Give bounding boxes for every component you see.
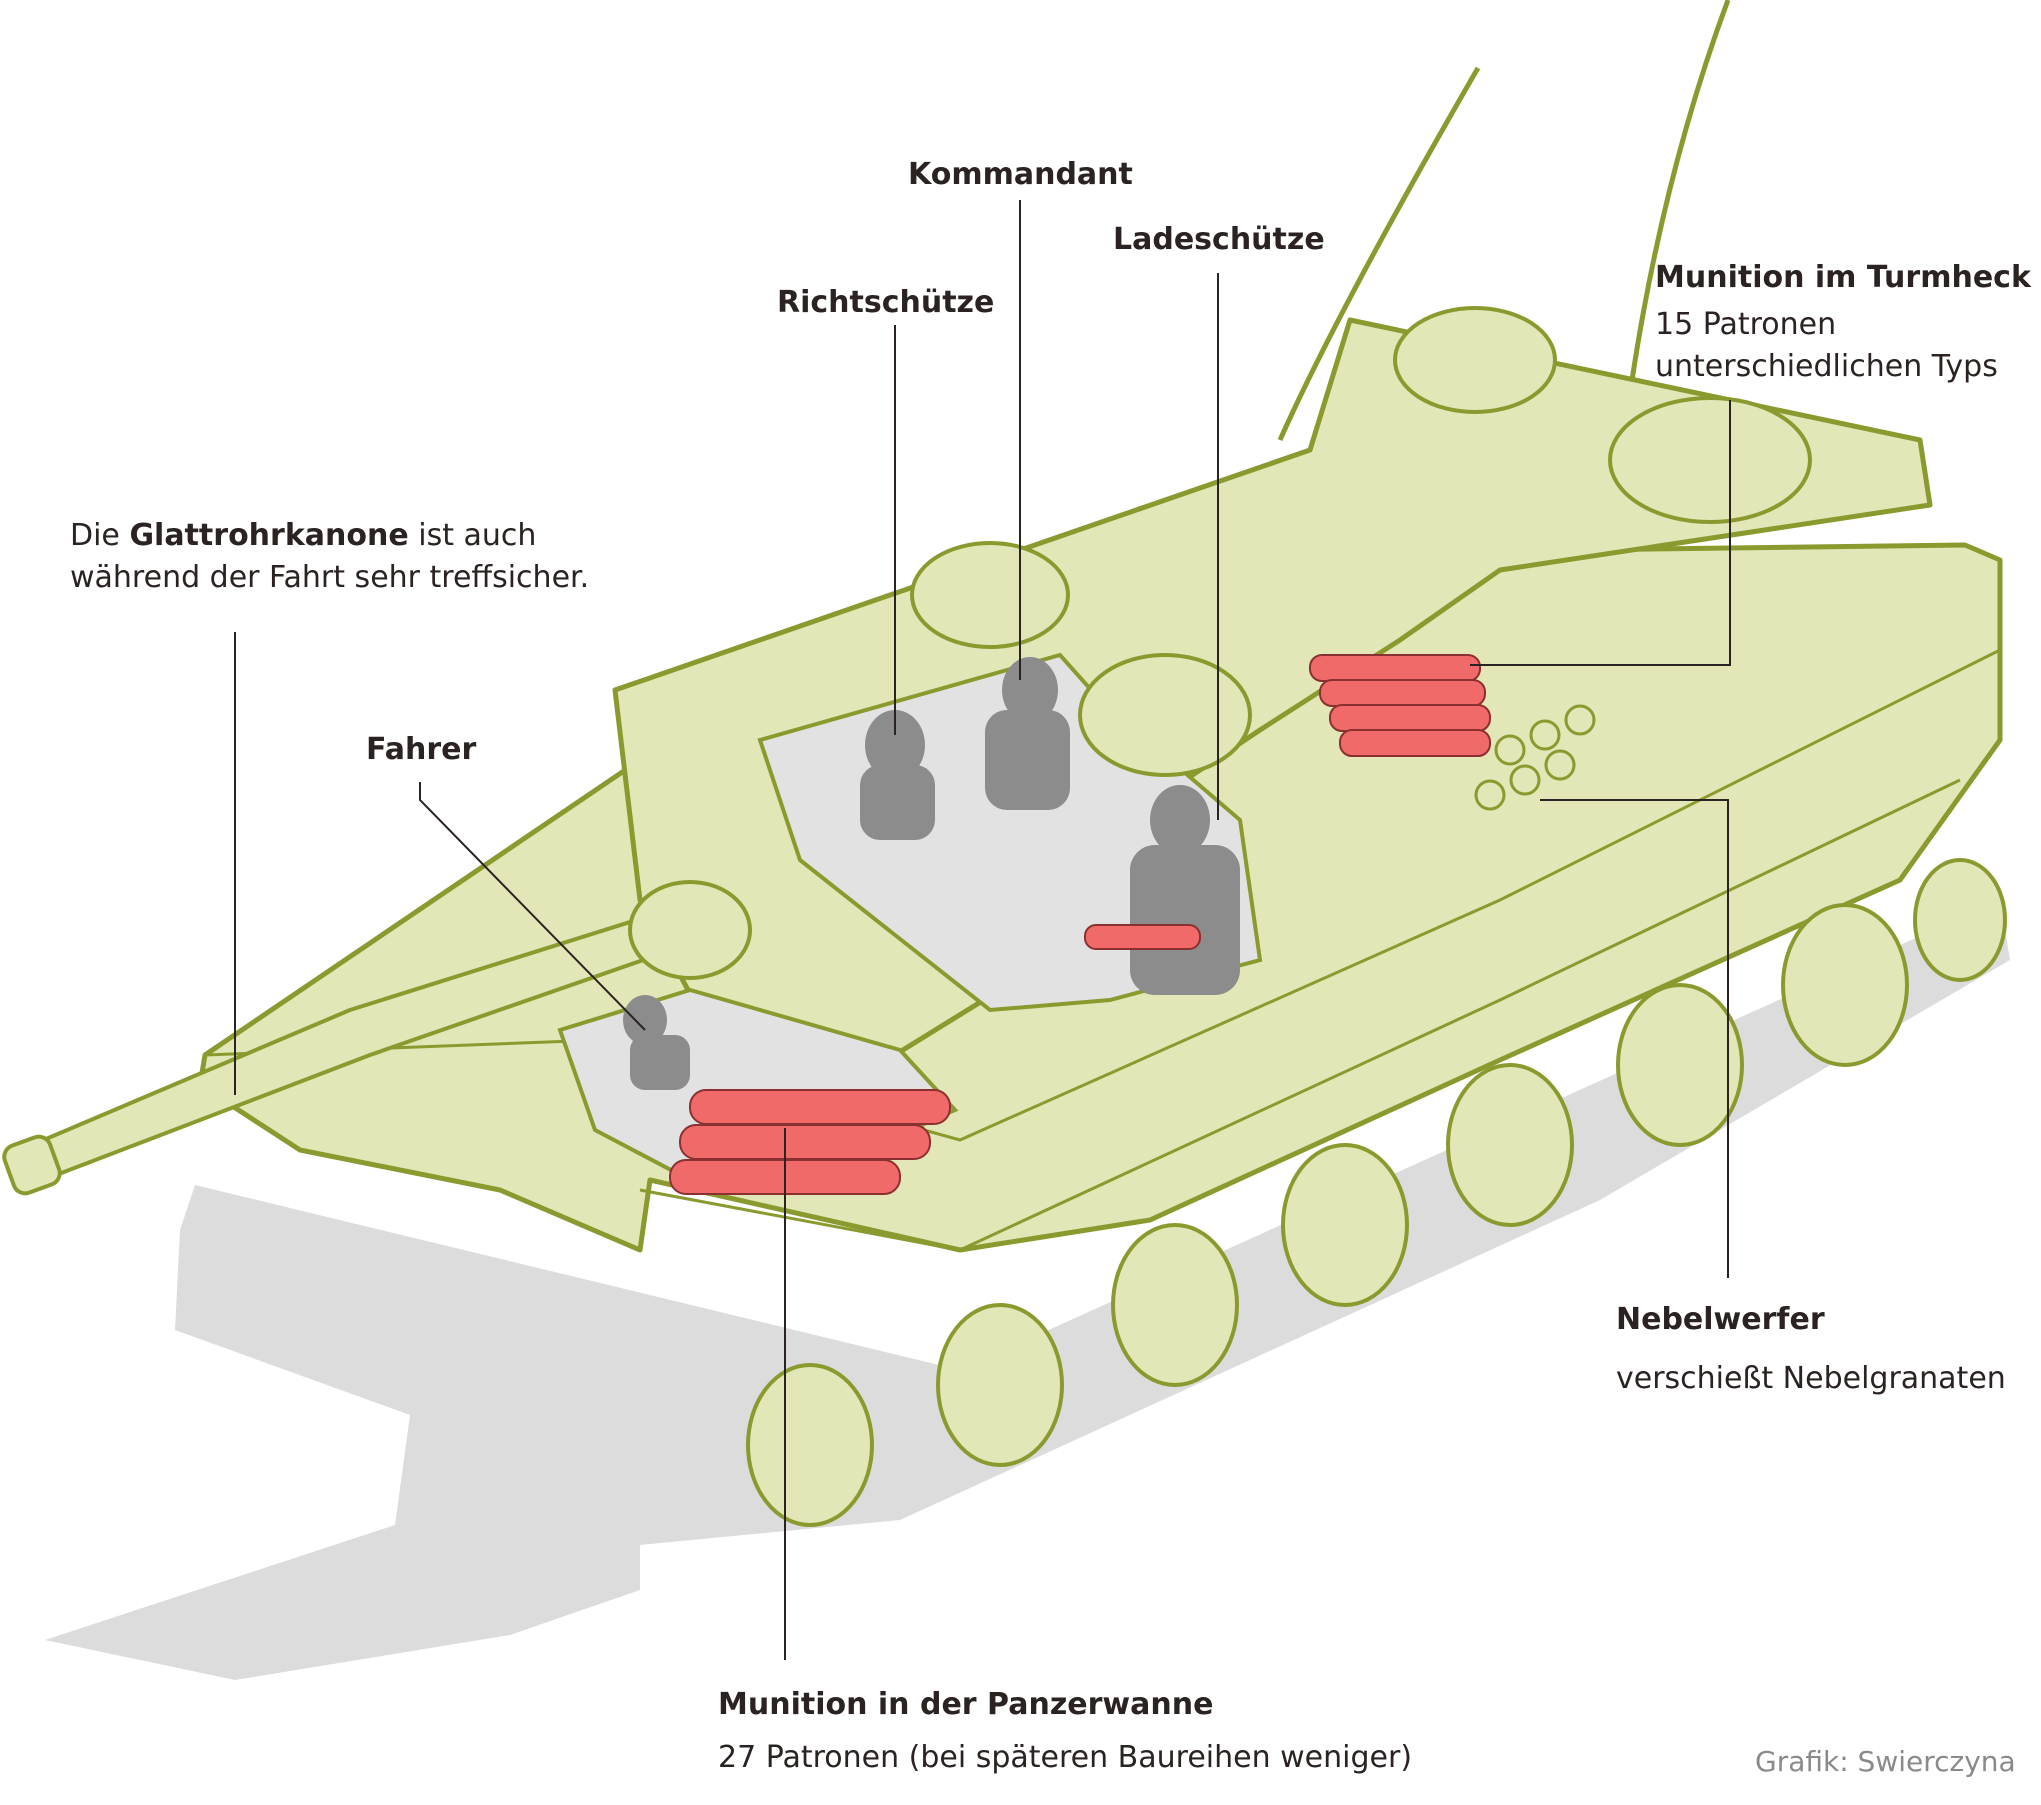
- road-wheel: [1781, 903, 1909, 1067]
- hull-ammo-round: [679, 1124, 931, 1160]
- commander-silhouette: [985, 710, 1070, 810]
- gunner-silhouette: [860, 765, 935, 840]
- road-wheel: [1616, 983, 1744, 1147]
- smoke-discharger-tube: [1529, 719, 1561, 751]
- turret-ammo-round: [1309, 654, 1481, 682]
- label-richtschuetze-title: Richtschütze: [777, 285, 995, 320]
- driver-silhouette: [623, 995, 667, 1045]
- label-kanone-line2: während der Fahrt sehr treffsicher.: [70, 560, 590, 595]
- rear-deck-disc: [1393, 306, 1557, 414]
- label-nebelwerfer-text: verschießt Nebelgranaten: [1616, 1361, 2006, 1396]
- track-guard: [639, 778, 1961, 1252]
- label-nebelwerfer-title: Nebelwerfer: [1616, 1302, 1825, 1337]
- gun-muzzle: [2, 1134, 62, 1196]
- smoke-discharger-tube: [1544, 749, 1576, 781]
- label-kanone: Die Glattrohrkanone ist auch während der…: [70, 515, 589, 599]
- leader-line-nebelwerfer: [1540, 799, 1729, 1278]
- road-wheel: [1913, 858, 2007, 982]
- antenna-left: [1277, 66, 1481, 442]
- label-kanone-prefix: Die: [70, 518, 130, 553]
- label-kommandant: Kommandant: [908, 155, 1133, 195]
- leader-lines: [234, 200, 1731, 1660]
- tank-shadow: [45, 900, 2010, 1680]
- label-fahrer: Fahrer: [366, 730, 476, 770]
- leader-line-turmheck: [1470, 400, 1731, 666]
- road-wheel: [1111, 1223, 1239, 1387]
- road-wheel: [936, 1303, 1064, 1467]
- loader-hatch: [1078, 653, 1252, 777]
- label-ladeschuetze: Ladeschütze: [1113, 220, 1325, 260]
- label-richtschuetze: Richtschütze: [777, 283, 994, 323]
- commander-hatch: [910, 541, 1070, 649]
- label-kanone-bold: Glattrohrkanone: [129, 518, 409, 553]
- smoke-dischargers: [1474, 704, 1596, 811]
- smoke-discharger-tube: [1494, 734, 1526, 766]
- hull-edge: [204, 648, 2001, 1142]
- loader-silhouette: [1130, 845, 1240, 995]
- turret-ammo-round: [1319, 679, 1486, 707]
- driver-silhouette: [630, 1035, 690, 1090]
- label-panzerwanne-text: 27 Patronen (bei späteren Baureihen weni…: [718, 1740, 1413, 1775]
- label-kommandant-title: Kommandant: [908, 157, 1133, 192]
- loader-silhouette: [1150, 785, 1210, 855]
- turret-ammo-round: [1329, 704, 1491, 732]
- label-ladeschuetze-title: Ladeschütze: [1113, 222, 1325, 257]
- label-turmheck: Munition im Turmheck 15 Patronen untersc…: [1655, 258, 2031, 388]
- label-turmheck-line1: 15 Patronen: [1655, 307, 1837, 342]
- smoke-discharger-tube: [1474, 779, 1506, 811]
- gun-mantlet: [628, 880, 752, 980]
- crew-members: [623, 657, 1240, 1090]
- road-wheel: [746, 1363, 874, 1527]
- commander-silhouette: [1002, 657, 1058, 723]
- road-wheels: [746, 858, 2007, 1527]
- label-kanone-line1: Die Glattrohrkanone ist auch: [70, 515, 589, 557]
- label-nebelwerfer: Nebelwerfer verschießt Nebelgranaten: [1616, 1300, 2006, 1400]
- road-wheel: [1281, 1143, 1409, 1307]
- label-panzerwanne-title: Munition in der Panzerwanne: [718, 1687, 1214, 1722]
- label-turmheck-line2: unterschiedlichen Typs: [1655, 349, 1998, 384]
- turret-rear-hatch: [1608, 396, 1812, 524]
- label-kanone-suffix: ist auch: [408, 518, 537, 553]
- smoke-discharger-tube: [1564, 704, 1596, 736]
- label-fahrer-title: Fahrer: [366, 732, 477, 767]
- graphic-credit: Grafik: Swierczyna: [1755, 1745, 2016, 1778]
- label-panzerwanne: Munition in der Panzerwanne 27 Patronen …: [718, 1685, 1412, 1779]
- label-turmheck-title: Munition im Turmheck: [1655, 260, 2031, 295]
- gunner-silhouette: [865, 710, 925, 780]
- loader-held-round: [1084, 924, 1201, 950]
- road-wheel: [1446, 1063, 1574, 1227]
- turret-ammo-round: [1339, 729, 1491, 757]
- leader-line-fahrer: [419, 782, 646, 1031]
- hull-ammo-round: [689, 1089, 951, 1125]
- smoke-discharger-tube: [1509, 764, 1541, 796]
